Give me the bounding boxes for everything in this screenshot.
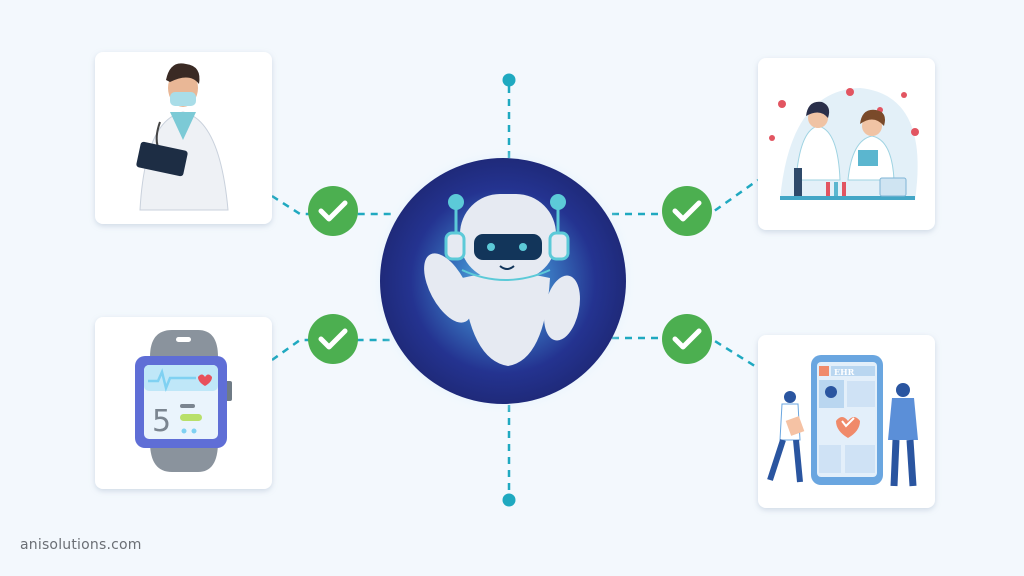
doctor-with-tablet-illustration xyxy=(136,63,229,211)
robot-assistant-icon xyxy=(424,194,580,366)
watch-display-value: 5 xyxy=(152,404,171,439)
check-badge-researchers xyxy=(662,186,712,236)
brand-footer: anisolutions.com xyxy=(20,537,142,553)
connector-smartwatch xyxy=(271,338,392,362)
connector-dot-top xyxy=(502,73,516,87)
card-researchers xyxy=(758,58,935,230)
card-ehr: EHR xyxy=(758,335,935,508)
ehr-phone-illustration: EHR xyxy=(767,355,918,487)
check-badge-smartwatch xyxy=(308,314,358,364)
check-badge-ehr xyxy=(662,314,712,364)
connector-dot-bottom xyxy=(502,493,516,507)
connector-doctor xyxy=(271,194,392,216)
ehr-screen-label: EHR xyxy=(834,367,855,377)
card-doctor xyxy=(95,52,272,224)
health-smartwatch-illustration: 5 xyxy=(135,330,232,472)
lab-researchers-illustration xyxy=(769,88,919,200)
card-smartwatch: 5 xyxy=(95,317,272,489)
check-badge-doctor xyxy=(308,186,358,236)
